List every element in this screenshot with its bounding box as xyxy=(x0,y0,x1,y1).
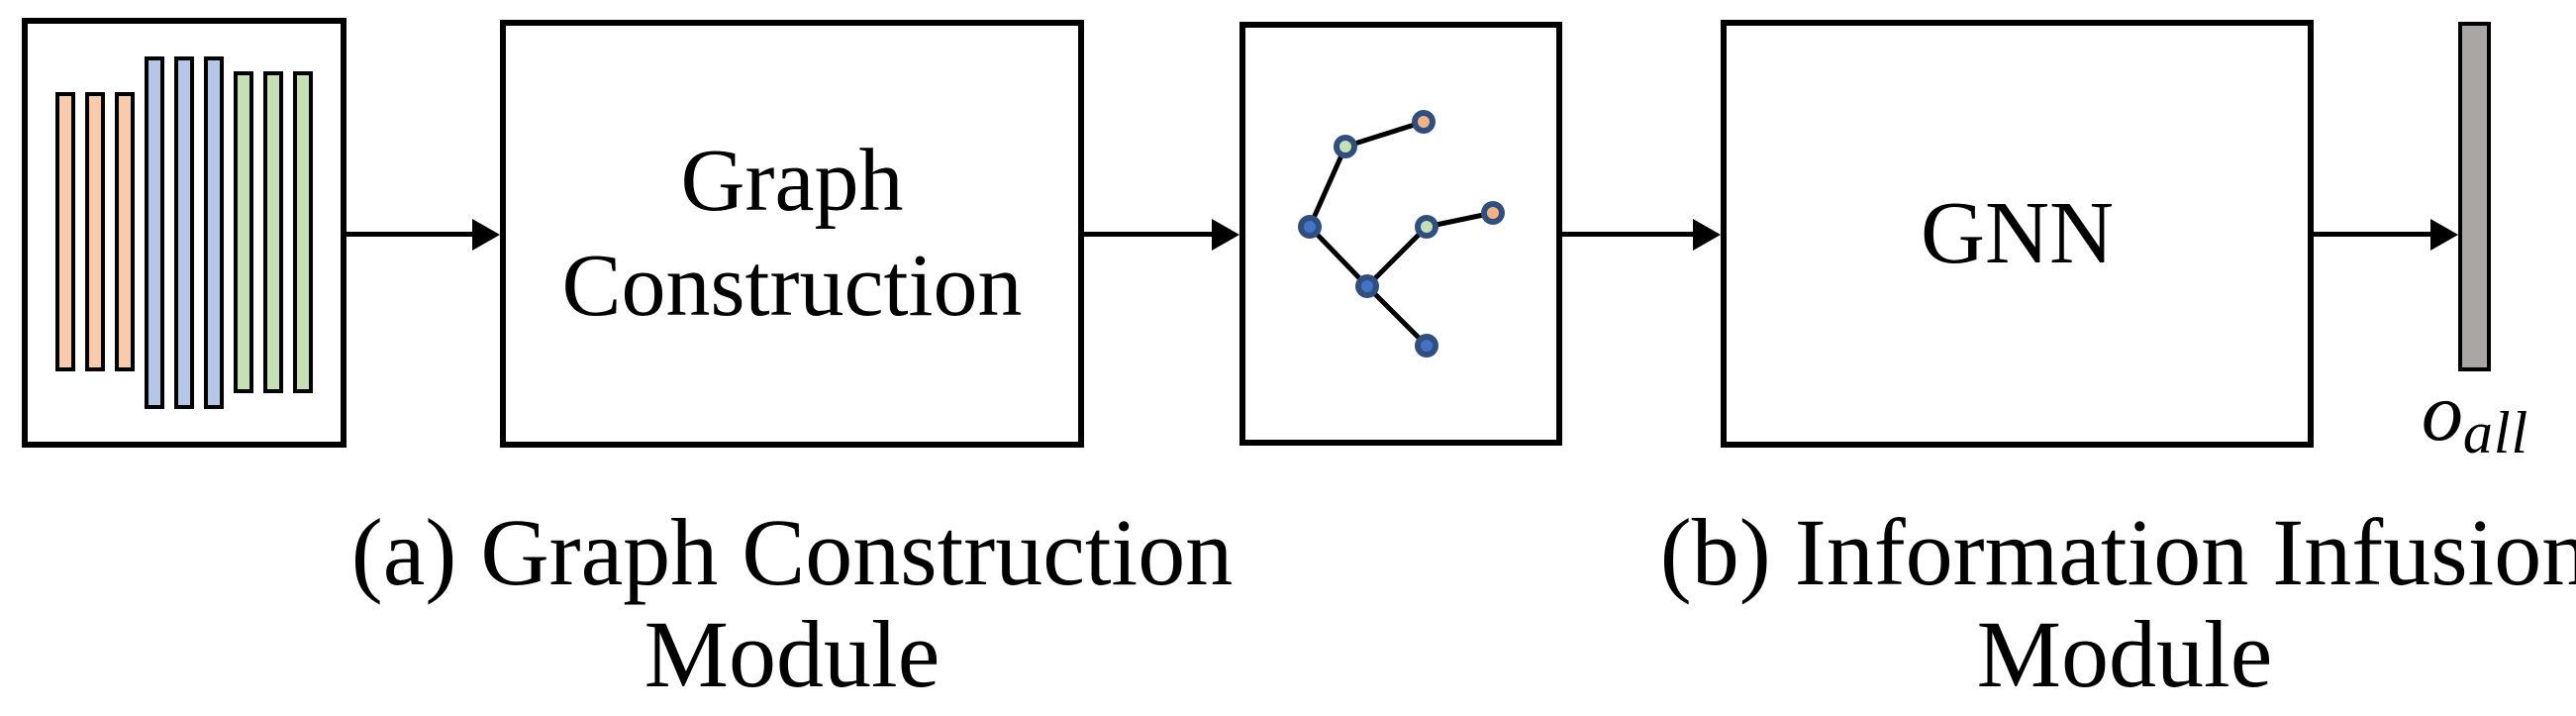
blue-feature-bar xyxy=(145,56,164,409)
graph-edge xyxy=(1308,225,1369,288)
feature-vectors-panel xyxy=(22,18,347,448)
graph-edge xyxy=(1344,119,1425,150)
orange-feature-bar xyxy=(115,92,135,371)
graph-node-center-green xyxy=(1339,141,1351,153)
gnn-label: GNN xyxy=(1921,184,2114,282)
caption-b-line2: Module xyxy=(1976,601,2273,707)
output-label-base: o xyxy=(2421,366,2463,459)
orange-feature-bar xyxy=(85,92,105,371)
green-feature-bar xyxy=(263,71,283,393)
graph-node-center-blue xyxy=(1361,280,1373,292)
green-feature-bar xyxy=(234,71,253,393)
graph-edge xyxy=(1307,145,1348,229)
graph-edge xyxy=(1365,225,1429,288)
blue-feature-bars xyxy=(145,56,224,409)
output-label: oall xyxy=(2386,366,2564,466)
graph-node-center-green xyxy=(1421,221,1433,233)
orange-feature-bars xyxy=(55,92,135,371)
blue-feature-bar xyxy=(174,56,194,409)
graph-construction-label-line2: Construction xyxy=(561,237,1023,335)
arrow-graph-to-gnn-icon xyxy=(1562,219,1721,251)
output-label-subscript: all xyxy=(2462,400,2529,466)
graph-edge xyxy=(1365,284,1429,348)
arrow-graph-construction-to-graph-icon xyxy=(1084,219,1239,251)
graph-construction-label-line1: Graph xyxy=(680,132,904,230)
graph-panel xyxy=(1239,22,1562,446)
caption-b: (b) Information Infusion Module xyxy=(1630,501,2576,705)
caption-a: (a) Graph Construction Module xyxy=(297,501,1287,705)
arrow-gnn-to-output-icon xyxy=(2314,219,2458,251)
graph-construction-box: Graph Construction xyxy=(500,20,1084,448)
graph-node-center-orange xyxy=(1487,207,1499,219)
gnn-box: GNN xyxy=(1721,20,2314,448)
graph-icon xyxy=(1298,110,1505,358)
blue-feature-bar xyxy=(204,56,224,409)
green-feature-bars xyxy=(234,71,313,393)
caption-b-line1: (b) Information Infusion xyxy=(1659,499,2576,605)
graph-node-center-blue xyxy=(1421,340,1433,352)
output-embedding-bar xyxy=(2458,22,2491,371)
caption-a-line2: Module xyxy=(644,601,941,707)
arrow-features-to-graph-construction-icon xyxy=(347,219,500,251)
graph-node-center-orange xyxy=(1418,116,1430,128)
caption-a-line1: (a) Graph Construction xyxy=(350,499,1234,605)
green-feature-bar xyxy=(293,71,313,393)
orange-feature-bar xyxy=(55,92,75,371)
graph-node-center-blue xyxy=(1304,221,1316,233)
